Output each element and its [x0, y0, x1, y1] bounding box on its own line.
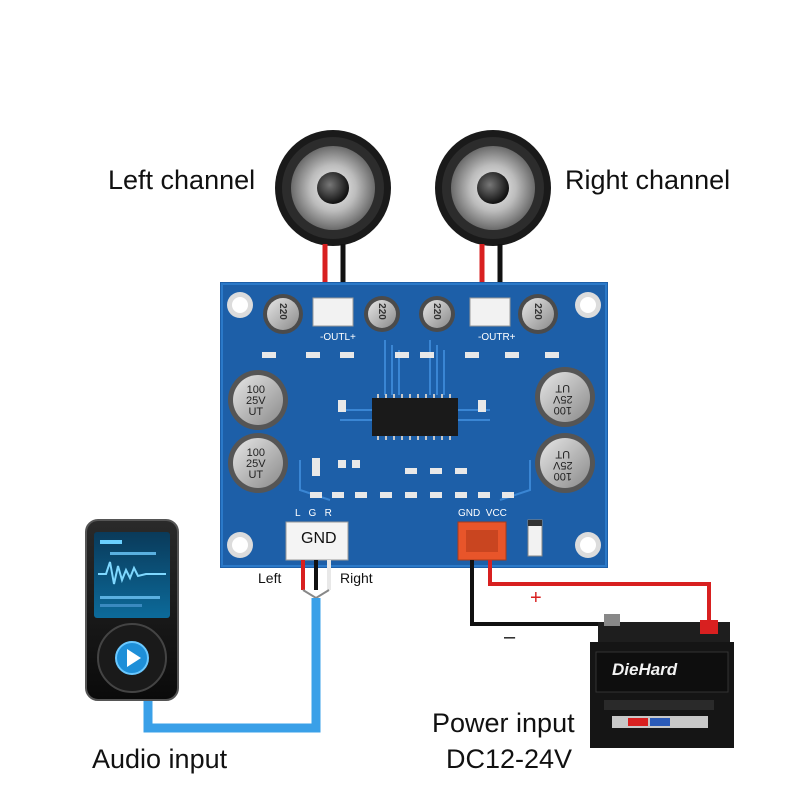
pcb-lgr-label: L G R [295, 508, 332, 519]
big-cap-label-3: 100 25V UT [553, 382, 573, 416]
audio-input-label: Audio input [92, 744, 228, 774]
cap-label-4: 220 [531, 303, 543, 320]
left-output-connector [312, 297, 354, 327]
waveform-icon [98, 561, 166, 585]
plus-sign: + [530, 587, 542, 609]
left-wire-label: Left [258, 570, 282, 586]
amplifier-board [220, 282, 608, 568]
right-channel-label: Right channel [565, 165, 731, 195]
minus-sign: – [504, 626, 516, 648]
positive-terminal [700, 620, 718, 634]
cap-label-1: 220 [276, 303, 288, 320]
play-icon [127, 649, 141, 667]
smd-components [262, 352, 559, 498]
mounting-holes [227, 292, 601, 558]
large-capacitors [228, 367, 595, 493]
top-capacitors [263, 294, 558, 334]
car-battery [590, 614, 734, 748]
power-wires [470, 560, 711, 626]
left-channel-label: Left channel [108, 165, 256, 195]
pcb-out-left-label: -OUTL+ [320, 332, 356, 343]
left-speaker [275, 130, 391, 246]
big-cap-label-1: 100 25V UT [246, 384, 266, 418]
amplifier-ic [372, 394, 458, 440]
big-cap-label-4: 100 25V UT [553, 448, 573, 482]
big-cap-label-2: 100 25V UT [246, 447, 266, 481]
right-speaker [435, 130, 551, 246]
battery-brand-label: DieHard [612, 660, 678, 679]
audio-input-connector [285, 521, 349, 561]
gnd-plug-label: GND [301, 530, 337, 547]
power-input-label: Power input [432, 708, 575, 738]
cap-label-2: 220 [375, 303, 387, 320]
right-wire-label: Right [340, 570, 373, 586]
right-output-connector [469, 297, 511, 327]
music-player [85, 519, 179, 701]
pcb-gnd-vcc-label: GND VCC [458, 508, 507, 519]
power-voltage-label: DC12-24V [446, 744, 573, 774]
audio-cable [143, 598, 321, 733]
pcb-out-right-label: -OUTR+ [478, 332, 516, 343]
negative-terminal [604, 614, 620, 626]
cap-label-3: 220 [430, 303, 442, 320]
